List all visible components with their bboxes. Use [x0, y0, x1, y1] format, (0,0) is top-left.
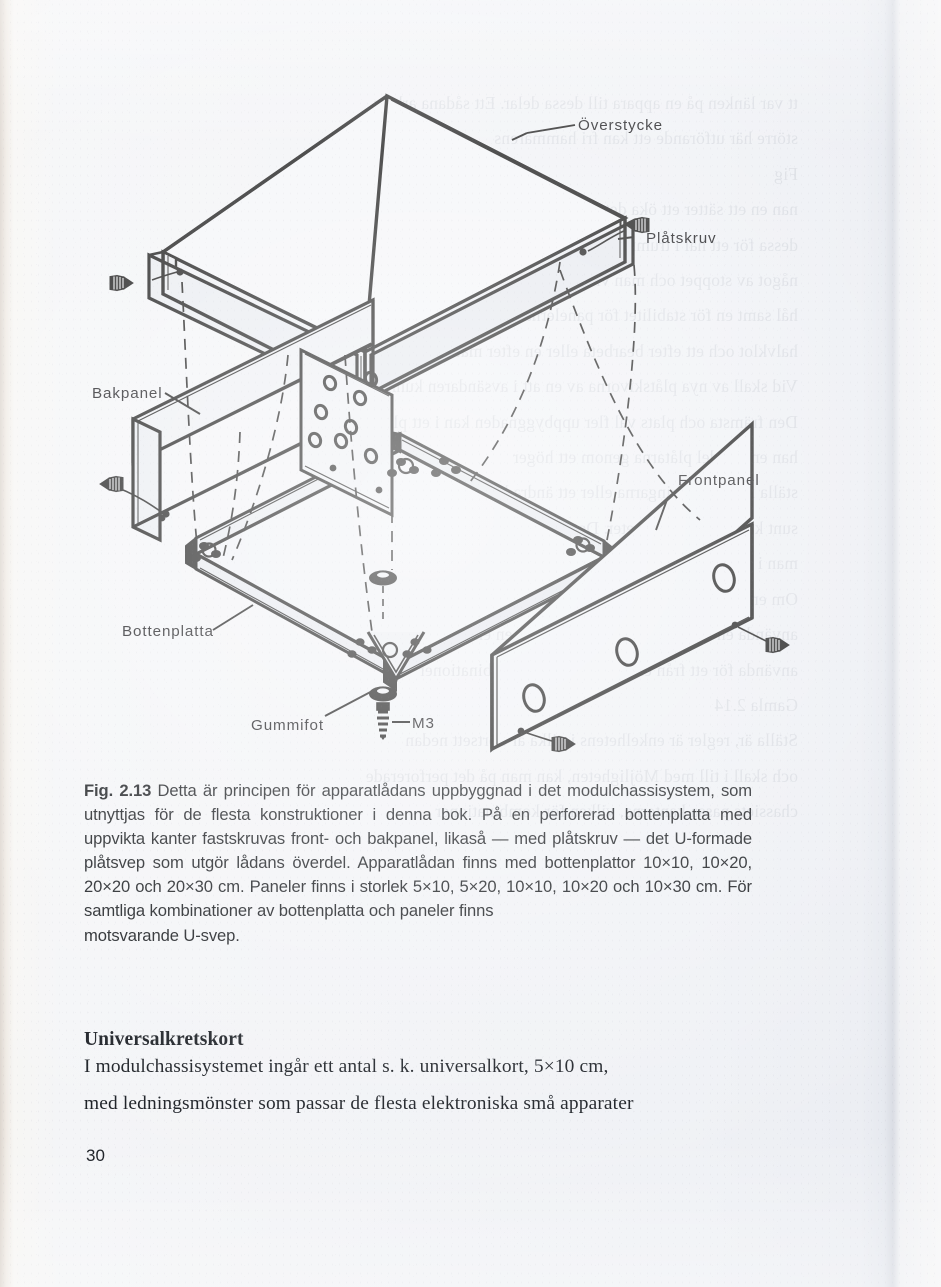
caption-body: Detta är principen för apparatlådans upp…	[84, 781, 753, 921]
label-rubber-foot: Gummifot	[251, 717, 324, 734]
label-back-panel: Bakpanel	[92, 385, 163, 402]
label-top-cover: Överstycke	[578, 116, 663, 134]
label-sheet-metal-screw: Plåtskruv	[646, 230, 717, 247]
body-line-2: med ledningsmönster som passar de flesta…	[84, 1093, 634, 1114]
label-front-panel: Frontpanel	[678, 472, 760, 489]
caption-last-line: motsvarande U-svep.	[84, 925, 240, 945]
figure-caption: Fig. 2.13 Detta är principen för apparat…	[84, 779, 752, 948]
figure-number: Fig. 2.13	[84, 781, 152, 800]
label-bottom-plate: Bottenplatta	[122, 623, 214, 640]
label-m3-screw: M3	[412, 715, 435, 732]
page-number: 30	[86, 1146, 105, 1165]
body-line-1: I modulchassisystemet ingår ett antal s.…	[84, 1056, 609, 1077]
body-paragraph: I modulchassisystemet ingår ett antal s.…	[84, 1048, 734, 1122]
figure-2-13-exploded-diagram: Överstycke Plåtskruv Bakpanel Frontpanel…	[92, 93, 790, 753]
